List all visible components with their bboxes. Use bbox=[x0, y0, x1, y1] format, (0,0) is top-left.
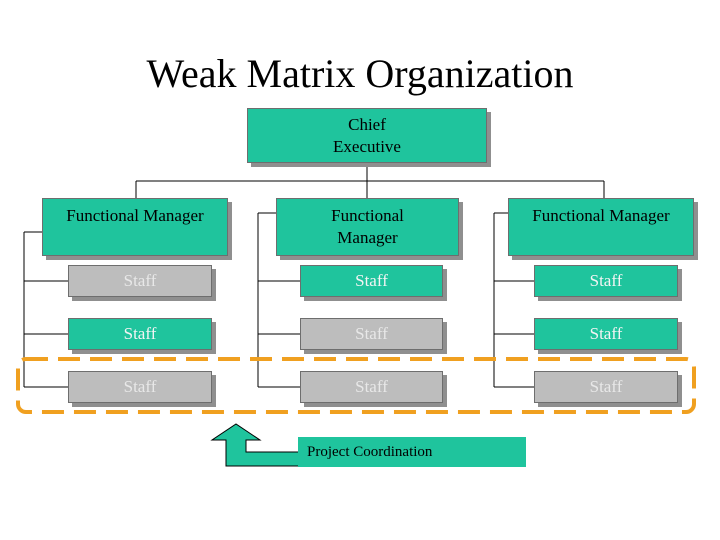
staff-box: Staff bbox=[534, 318, 678, 350]
up-arrow-icon bbox=[210, 423, 301, 467]
staff-box: Staff bbox=[68, 265, 212, 297]
functional-manager-2: Functional Manager bbox=[276, 198, 459, 256]
staff-box: Staff bbox=[300, 371, 443, 403]
staff-box: Staff bbox=[534, 371, 678, 403]
chief-executive-box: Chief Executive bbox=[247, 108, 487, 163]
staff-box: Staff bbox=[68, 318, 212, 350]
page-title: Weak Matrix Organization bbox=[146, 51, 574, 96]
staff-box: Staff bbox=[68, 371, 212, 403]
functional-manager-3: Functional Manager bbox=[508, 198, 694, 256]
functional-manager-1: Functional Manager bbox=[42, 198, 228, 256]
staff-box: Staff bbox=[300, 265, 443, 297]
staff-box: Staff bbox=[300, 318, 443, 350]
staff-box: Staff bbox=[534, 265, 678, 297]
project-coordination-label: Project Coordination bbox=[298, 437, 526, 467]
project-row-highlight bbox=[16, 357, 696, 414]
